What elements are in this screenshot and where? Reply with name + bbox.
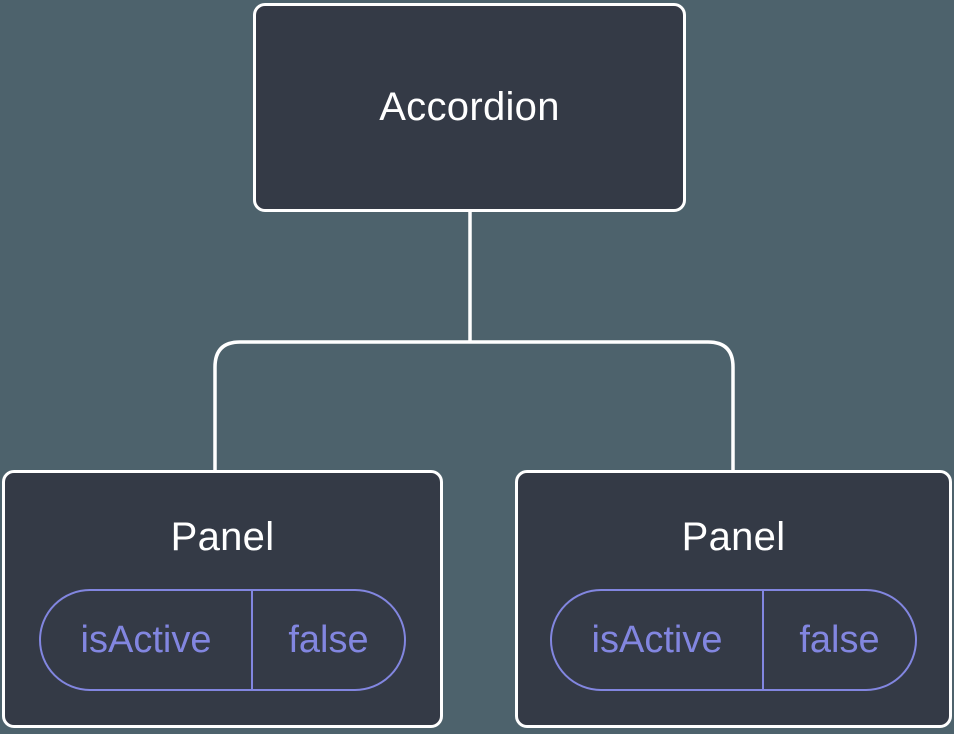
panel-1-state-key: isActive bbox=[41, 591, 253, 689]
panel-1-state-pill: isActive false bbox=[39, 589, 406, 691]
accordion-node-label: Accordion bbox=[379, 85, 560, 129]
panel-2-label: Panel bbox=[681, 515, 786, 559]
connector-branch bbox=[213, 340, 735, 470]
tree-node-panel-1: Panel isActive false bbox=[2, 470, 443, 728]
panel-2-state-key: isActive bbox=[552, 591, 764, 689]
panel-1-state-value: false bbox=[288, 618, 369, 661]
panel-1-label: Panel bbox=[170, 515, 275, 559]
panel-2-state-value: false bbox=[799, 618, 880, 661]
tree-node-accordion: Accordion bbox=[253, 3, 686, 212]
tree-node-panel-2: Panel isActive false bbox=[515, 470, 952, 728]
panel-2-state-pill: isActive false bbox=[550, 589, 917, 691]
